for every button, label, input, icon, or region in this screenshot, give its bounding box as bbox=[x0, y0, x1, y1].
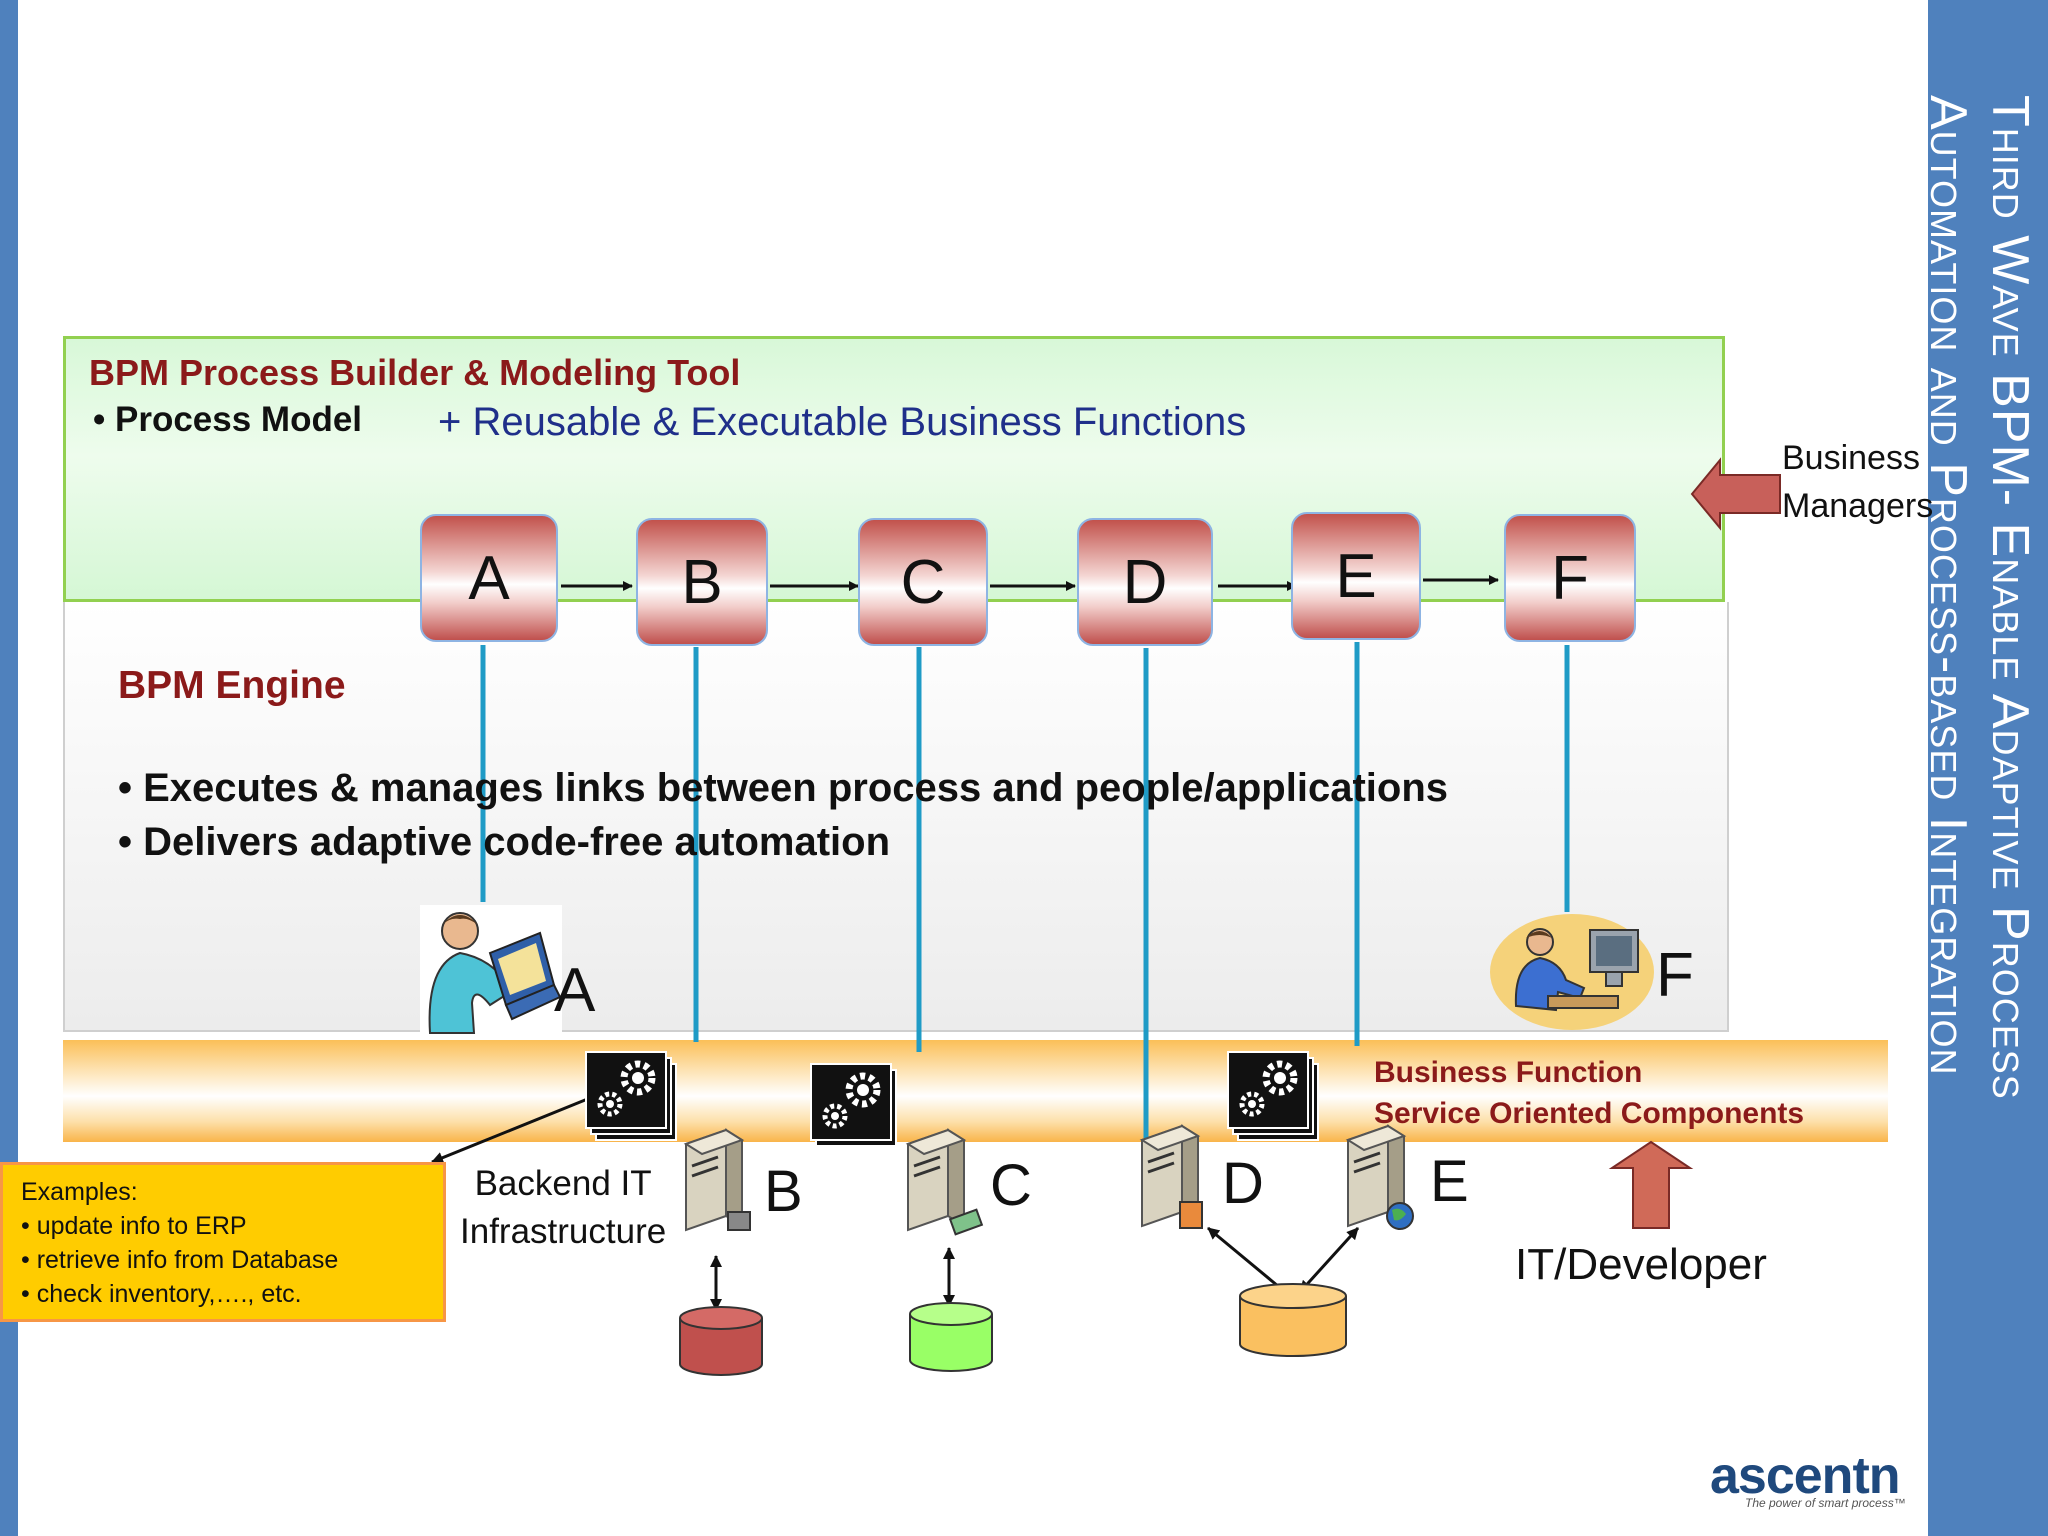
builder-title: BPM Process Builder & Modeling Tool bbox=[89, 352, 741, 393]
examples-item: • update info to ERP bbox=[21, 1212, 247, 1240]
business-managers-arrow bbox=[1690, 457, 1781, 531]
database-b bbox=[679, 1306, 763, 1376]
step-links bbox=[480, 642, 1570, 1146]
server-d-label: D bbox=[1222, 1151, 1264, 1216]
examples-item: • retrieve info from Database bbox=[21, 1246, 339, 1274]
flow-arrows bbox=[561, 575, 1499, 591]
it-developer-label: IT/Developer bbox=[1515, 1240, 1767, 1289]
examples-title: Examples: bbox=[21, 1178, 138, 1206]
backend-it-label: Backend IT Infrastructure bbox=[460, 1160, 666, 1256]
examples-pointer-arrow bbox=[431, 1096, 591, 1164]
ascentn-logo: ascentn bbox=[1710, 1447, 1901, 1505]
server-icon bbox=[905, 1128, 984, 1236]
database-de bbox=[1239, 1283, 1347, 1357]
slide-title-line1: Third Wave BPM- Enable Adaptive Process bbox=[1981, 95, 2039, 1100]
process-model-bullet: • Process Model bbox=[93, 400, 363, 439]
person-f-label: F bbox=[1656, 941, 1694, 1010]
business-managers-line2: Managers bbox=[1782, 487, 1934, 525]
process-step-e[interactable]: E bbox=[1291, 512, 1421, 640]
server-icon bbox=[1345, 1124, 1414, 1230]
database-c bbox=[909, 1302, 993, 1372]
it-developer-arrow bbox=[1608, 1140, 1694, 1229]
gear-icon bbox=[1227, 1051, 1319, 1141]
business-managers-label: Business Managers bbox=[1782, 434, 1933, 530]
gear-icon bbox=[585, 1051, 677, 1141]
person-computer-icon bbox=[1490, 914, 1654, 1030]
business-function-line2: Service Oriented Components bbox=[1374, 1097, 1805, 1130]
business-function-line1: Business Function bbox=[1374, 1056, 1643, 1089]
business-managers-line1: Business bbox=[1782, 439, 1920, 477]
engine-bullet-2: • Delivers adaptive code-free automation bbox=[118, 820, 891, 864]
bpm-engine-panel bbox=[63, 602, 1729, 1032]
process-step-d[interactable]: D bbox=[1077, 518, 1213, 646]
slide-title-line2: Automation and Process-based Integration bbox=[1919, 95, 1977, 1076]
business-function-bar bbox=[63, 1040, 1888, 1142]
title-band bbox=[1928, 0, 2048, 1536]
reusable-functions-text: + Reusable & Executable Business Functio… bbox=[438, 400, 1247, 444]
examples-item: • check inventory,…., etc. bbox=[21, 1280, 302, 1308]
arrow-server-e-db bbox=[1298, 1226, 1360, 1294]
engine-bullet-1: • Executes & manages links between proce… bbox=[118, 766, 1448, 810]
engine-title: BPM Engine bbox=[118, 664, 346, 707]
server-c-label: C bbox=[990, 1153, 1032, 1218]
business-function-label: Business Function Service Oriented Compo… bbox=[1374, 1052, 1804, 1134]
logo-tagline: The power of smart process™ bbox=[1745, 1496, 1906, 1510]
backend-line1: Backend IT bbox=[474, 1164, 652, 1203]
gear-icon bbox=[810, 1063, 897, 1147]
process-step-a[interactable]: A bbox=[420, 514, 558, 642]
server-icon bbox=[683, 1128, 751, 1232]
server-e-label: E bbox=[1430, 1149, 1469, 1214]
person-a-label: A bbox=[554, 956, 596, 1025]
person-laptop-icon bbox=[420, 905, 562, 1037]
server-b-label: B bbox=[764, 1159, 803, 1224]
process-step-b[interactable]: B bbox=[636, 518, 768, 646]
backend-line2: Infrastructure bbox=[460, 1212, 667, 1251]
process-step-f[interactable]: F bbox=[1504, 514, 1636, 642]
examples-box: Examples: • update info to ERP • retriev… bbox=[0, 1162, 446, 1322]
server-icon bbox=[1139, 1124, 1203, 1229]
left-accent-strip bbox=[0, 0, 18, 1536]
process-step-c[interactable]: C bbox=[858, 518, 988, 646]
